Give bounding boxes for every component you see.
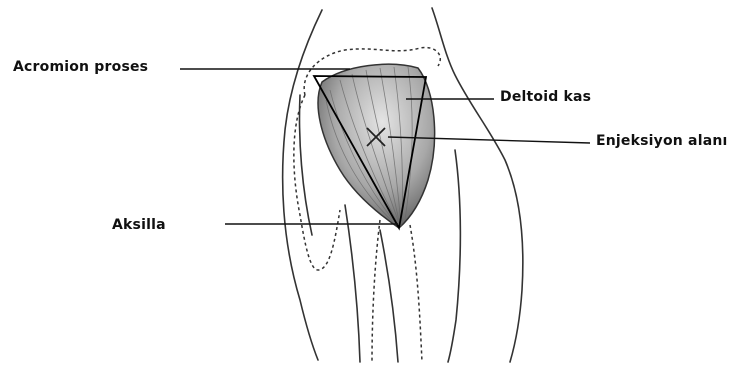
label-deltoid-muscle: Deltoid kas [500, 89, 591, 105]
deltoid-muscle [318, 64, 435, 228]
label-injection-site: Enjeksiyon alanı [596, 133, 728, 149]
label-acromion-process: Acromion proses [13, 59, 148, 75]
label-axilla: Aksilla [112, 217, 166, 233]
